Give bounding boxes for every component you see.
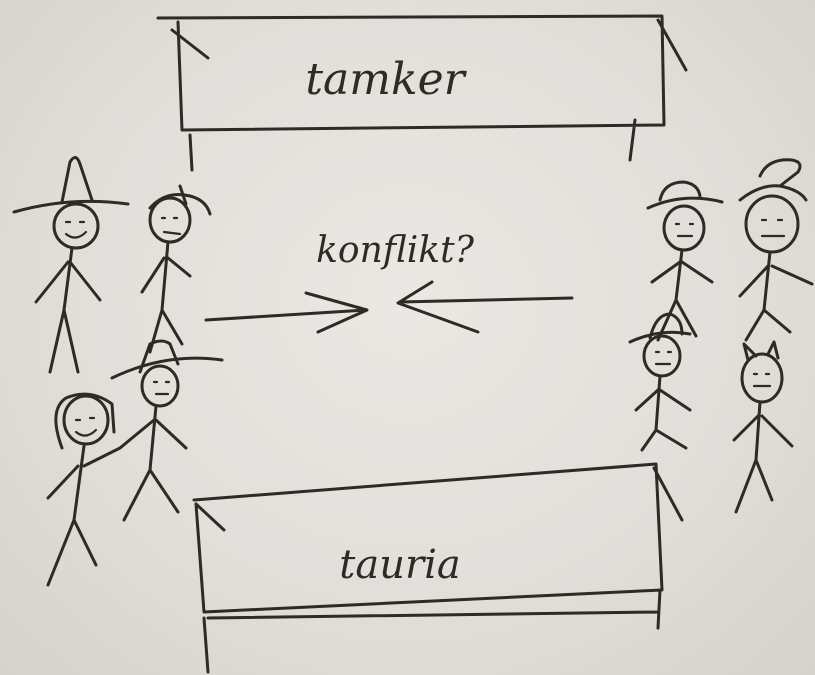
cap-icon xyxy=(646,180,724,210)
stick-figure-baseball-cap xyxy=(738,158,814,342)
stick-figure-cap xyxy=(646,180,724,342)
right-group xyxy=(628,158,814,514)
stick-figure-tall-hat xyxy=(12,156,130,374)
left-pointing-arrow-icon xyxy=(396,280,574,334)
conflict-label: konflikt? xyxy=(316,230,474,271)
horns-icon xyxy=(742,340,780,362)
top-sign: tamker xyxy=(156,14,688,172)
right-pointing-arrow-icon xyxy=(204,291,369,334)
stick-figure-horns xyxy=(732,340,794,514)
stick-figure-messy-hair xyxy=(140,184,212,354)
top-sign-label: tamker xyxy=(305,54,467,105)
small-cap-icon xyxy=(628,312,692,344)
wide-hat-icon xyxy=(110,339,224,380)
tall-hat-icon xyxy=(12,156,130,214)
conflict-area: konflikt? xyxy=(204,230,574,334)
stick-figure-wide-hat xyxy=(110,339,224,522)
bottom-sign-label: tauria xyxy=(339,542,460,588)
baseball-cap-icon xyxy=(738,158,808,202)
stick-figure-long-hair xyxy=(46,392,122,587)
top-sign-frame xyxy=(156,14,688,172)
left-group xyxy=(12,156,224,587)
stick-figure-small-cap xyxy=(628,312,692,452)
bottom-sign-frame xyxy=(192,462,684,674)
bottom-sign: tauria xyxy=(192,462,684,674)
